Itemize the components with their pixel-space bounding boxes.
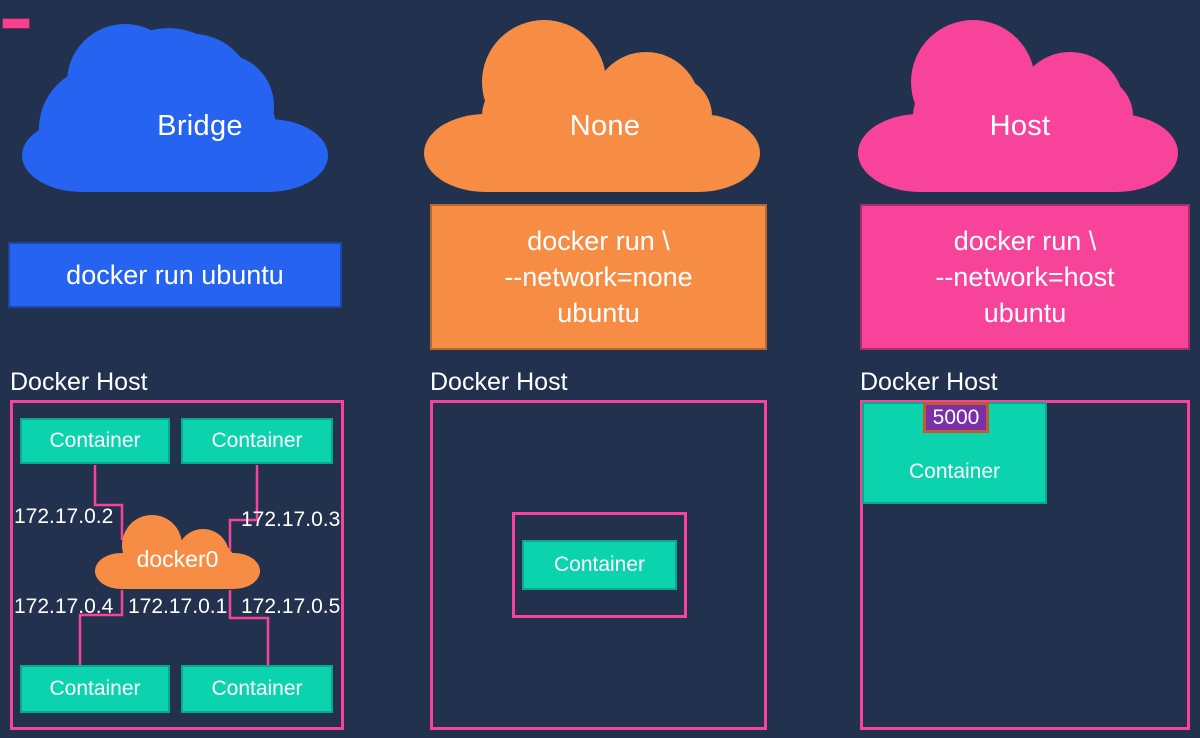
bridge-container-bottom-right[interactable]: Container — [181, 665, 333, 713]
docker0-cloud — [95, 513, 260, 589]
none-network-column: None docker run \ --network=none ubuntu … — [410, 0, 800, 738]
ip-label-bottom-right: 172.17.0.5 — [241, 595, 341, 618]
host-host-title: Docker Host — [860, 368, 998, 396]
ip-label-gateway: 172.17.0.1 — [128, 595, 228, 618]
ip-label-top-right: 172.17.0.3 — [241, 508, 341, 531]
none-cloud — [424, 14, 760, 192]
pink-tick-marker — [2, 18, 30, 29]
host-cloud — [858, 14, 1178, 192]
host-port-badge: 5000 — [923, 402, 989, 433]
none-host-title: Docker Host — [430, 368, 568, 396]
bridge-cloud — [22, 14, 328, 192]
ip-label-top-left: 172.17.0.2 — [14, 505, 114, 528]
host-docker-host-box — [860, 400, 1190, 730]
none-container[interactable]: Container — [522, 540, 677, 590]
host-command-box[interactable]: docker run \ --network=host ubuntu — [860, 204, 1190, 350]
docker0-label: docker0 — [136, 546, 219, 572]
none-command-box[interactable]: docker run \ --network=none ubuntu — [430, 204, 767, 350]
none-network-namespace-frame — [512, 512, 687, 618]
host-network-column: Host docker run \ --network=host ubuntu … — [840, 0, 1200, 738]
bridge-container-top-left[interactable]: Container — [20, 418, 170, 464]
none-docker-host-box — [430, 400, 767, 730]
bridge-host-title: Docker Host — [10, 368, 148, 396]
bridge-command-box[interactable]: docker run ubuntu — [8, 242, 342, 308]
bridge-network-column: Bridge docker run ubuntu Docker Host Con… — [0, 0, 400, 738]
bridge-container-top-right[interactable]: Container — [181, 418, 333, 464]
bridge-docker-host-box — [10, 400, 344, 730]
bridge-connectors — [78, 465, 270, 665]
bridge-container-bottom-left[interactable]: Container — [20, 665, 170, 713]
ip-label-bottom-left: 172.17.0.4 — [14, 595, 114, 618]
